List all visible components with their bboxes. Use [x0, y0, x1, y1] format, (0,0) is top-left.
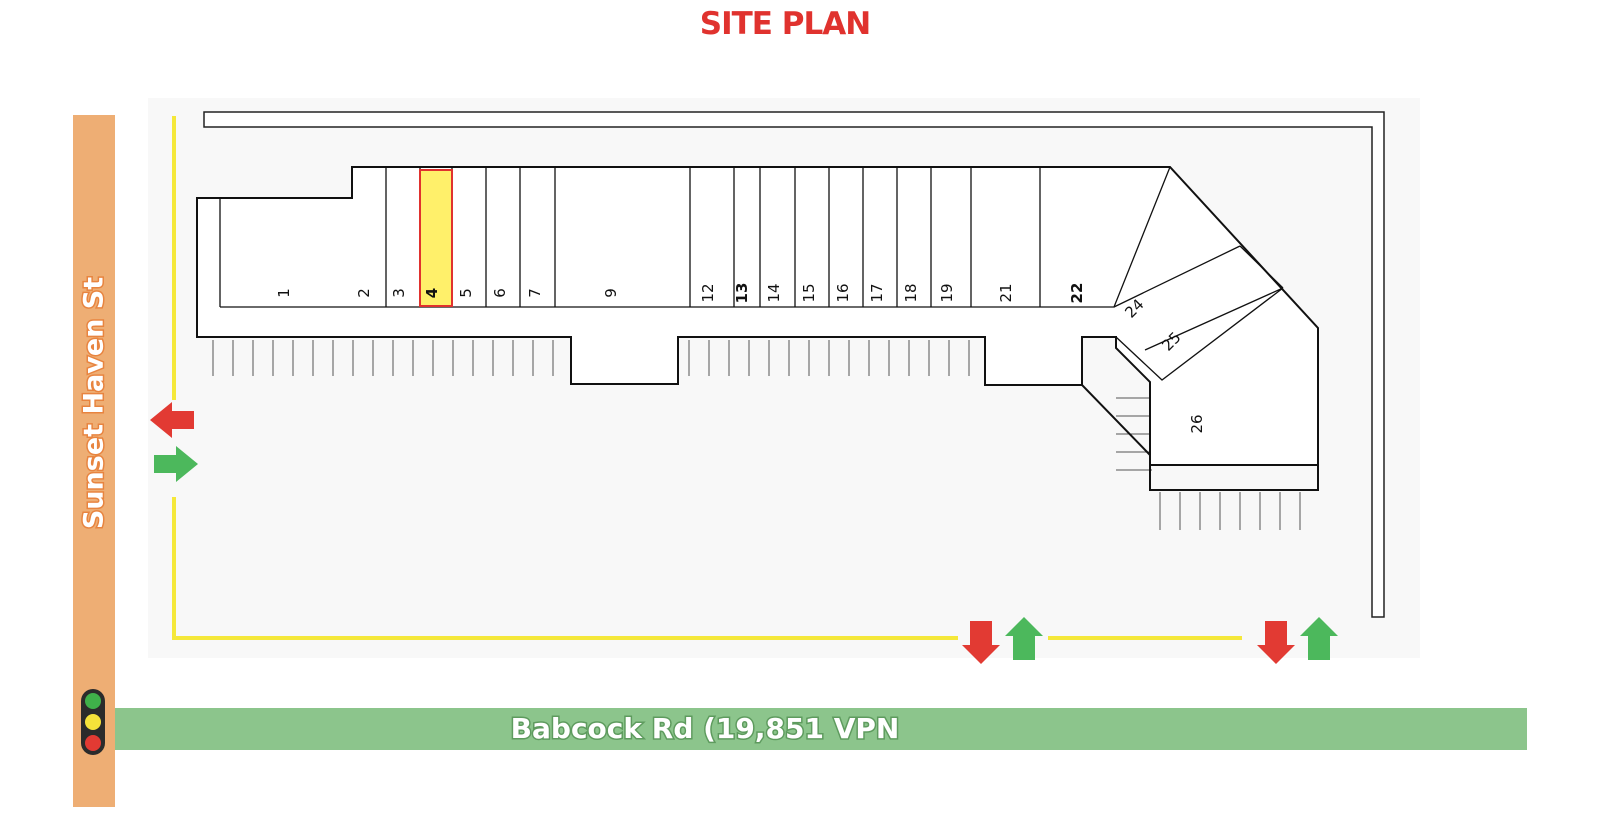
- unit-label-6: 6: [491, 288, 509, 298]
- property-walls: [203, 111, 1385, 618]
- traffic-light-icon: [81, 689, 105, 755]
- unit-label-5: 5: [457, 288, 475, 298]
- unit-label-13: 13: [733, 283, 751, 304]
- unit-label-26: 26: [1188, 414, 1206, 433]
- entry-arrow-icon: [1300, 617, 1338, 660]
- access-arrows: [150, 402, 1338, 664]
- unit-label-19: 19: [938, 283, 956, 302]
- building-notch: [1081, 337, 1151, 456]
- unit-label-14: 14: [765, 283, 783, 302]
- exit-arrow-icon: [150, 402, 194, 438]
- unit-label-12: 12: [699, 283, 717, 302]
- entry-arrow-icon: [1005, 617, 1043, 660]
- building-outline: [196, 166, 1319, 466]
- unit-label-1: 1: [275, 288, 293, 298]
- babcock-road-label: Babcock Rd (19,851 VPN: [509, 711, 901, 747]
- page-title: SITE PLAN: [699, 6, 871, 42]
- unit-label-2: 2: [355, 288, 373, 298]
- traffic-light-yellow: [85, 714, 101, 730]
- unit-label-15: 15: [800, 283, 818, 302]
- highlighted-unit-4[interactable]: [419, 169, 453, 307]
- building-south-wing: [1149, 465, 1319, 491]
- exit-arrow-icon: [962, 621, 1000, 664]
- traffic-light-red: [85, 735, 101, 751]
- unit-label-4: 4: [423, 288, 441, 298]
- north-east-wall: [203, 111, 1385, 618]
- unit-label-3: 3: [390, 288, 408, 298]
- corner-unit-dividers: [1113, 245, 1284, 381]
- entry-arrow-icon: [154, 446, 198, 482]
- unit-label-16: 16: [834, 283, 852, 302]
- drive-lines: [172, 116, 1242, 640]
- unit-label-21: 21: [997, 283, 1015, 302]
- unit-label-17: 17: [868, 283, 886, 302]
- drive-line-west-south: [172, 497, 958, 640]
- unit-dividers: [219, 166, 1284, 381]
- unit-label-22: 22: [1068, 283, 1086, 304]
- unit-label-9: 9: [602, 288, 620, 298]
- unit-label-7: 7: [526, 288, 544, 298]
- babcock-road: Babcock Rd (19,851 VPN: [115, 708, 1527, 750]
- building: [196, 166, 1319, 491]
- parking-stalls: [212, 340, 1301, 530]
- exit-arrow-icon: [1257, 621, 1295, 664]
- unit-label-18: 18: [902, 283, 920, 302]
- traffic-light-green: [85, 693, 101, 709]
